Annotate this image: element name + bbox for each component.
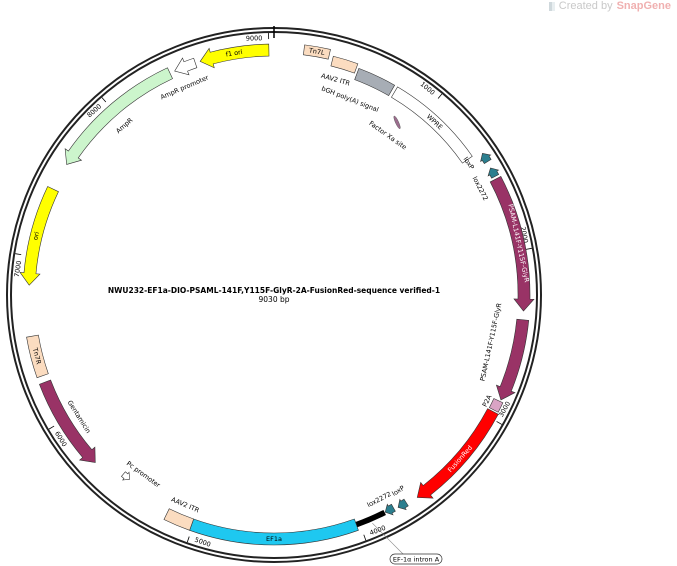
watermark-prefix: Created by [558, 0, 613, 12]
feature-loxp-bottom: loxP [391, 484, 409, 511]
feature-arrow-loxp-top [480, 153, 492, 165]
feature-arrow-ori [19, 186, 59, 286]
tick-label: 1000 [419, 80, 437, 97]
feature-tn7l: Tn7L [303, 44, 331, 60]
feature-arrow-wpre [391, 86, 473, 164]
tick-mark [525, 247, 532, 250]
feature-label: AmpR [114, 116, 134, 135]
callout-box [389, 553, 443, 565]
feature-ori: ori [19, 186, 59, 286]
feature-arrow-ampr-promoter [174, 57, 198, 76]
feature-arrow-tn7l [303, 44, 331, 60]
snapgene-logo-icon [548, 1, 555, 11]
feature-label: Tn7L [307, 46, 325, 57]
tick-label: 7000 [13, 260, 24, 278]
feature-label: EF1a [266, 535, 282, 543]
feature-label: EF-1α intron A [393, 556, 440, 564]
feature-label: f1 ori [225, 48, 243, 59]
tick-label: 2000 [519, 226, 530, 244]
feature-arrow-loxp-bottom [397, 498, 409, 511]
tick-mark [496, 421, 503, 425]
tick-mark [48, 425, 55, 430]
feature-arrow-psam-2 [495, 318, 530, 401]
tick-mark [101, 97, 107, 103]
feature-label: ori [31, 231, 41, 241]
feature-arrow-tn7r [26, 334, 49, 379]
feature-arrow-p2a [488, 398, 504, 413]
feature-label: loxP [462, 156, 476, 172]
feature-lox2272-bottom: lox2272 [366, 490, 396, 516]
feature-f1-ori: f1 ori [199, 43, 270, 69]
feature-arrow-psam-1 [489, 175, 535, 312]
feature-arrow-aav2-itr-bottom [163, 508, 195, 531]
feature-arrow-f1-ori [199, 43, 270, 69]
watermark-brand: SnapGene [616, 0, 671, 12]
feature-aav2-itr-top: AAV2 ITR [320, 55, 359, 88]
tick-mark [437, 93, 443, 99]
feature-ef1a: EF1a [189, 518, 359, 546]
tick-mark [15, 253, 22, 256]
callout-line [372, 522, 406, 557]
feature-label: lox2272 [471, 175, 490, 202]
tick-mark [186, 536, 190, 543]
feature-arrow-pc-promoter [121, 471, 131, 481]
feature-arrow-bgh-polya [354, 67, 396, 97]
feature-fusionred: FusionRed [416, 408, 499, 499]
snapgene-watermark: Created by SnapGene [548, 0, 671, 12]
feature-arrow-lox2272-bottom [384, 503, 396, 516]
feature-gentamicin: Gentamicin [39, 379, 96, 463]
plasmid-size: 9030 bp [258, 295, 290, 304]
tick-mark [363, 534, 367, 541]
feature-label: loxP [391, 484, 407, 498]
feature-loxp-top: loxP [462, 153, 492, 171]
feature-factor-xa: Factor Xa site [367, 115, 408, 151]
plasmid-name: NWU232-EF1a-DIO-PSAML-141F,Y115F-GlyR-2A… [107, 286, 441, 295]
feature-arrow-aav2-itr-top [330, 55, 359, 74]
feature-label: Pc promoter [125, 460, 162, 490]
feature-label: PSAM-L141F-Y115F-GlyR [479, 302, 504, 382]
feature-arrow-fusionred [416, 408, 499, 499]
tick-label: 9000 [246, 34, 263, 42]
feature-label: bGH poly(A) signal [320, 85, 380, 114]
feature-tn7r: Tn7R [26, 334, 49, 379]
feature-ef1a-intron: EF-1α intron A [355, 509, 443, 565]
feature-pc-promoter: Pc promoter [121, 460, 162, 490]
feature-arrow-gentamicin [39, 379, 96, 463]
feature-arrow-ampr [64, 67, 173, 165]
feature-arrow-lox2272-top [487, 167, 500, 179]
factor-xa-site-marker [393, 115, 401, 129]
feature-wpre: WPRE [391, 86, 473, 164]
feature-label: Factor Xa site [367, 119, 408, 151]
